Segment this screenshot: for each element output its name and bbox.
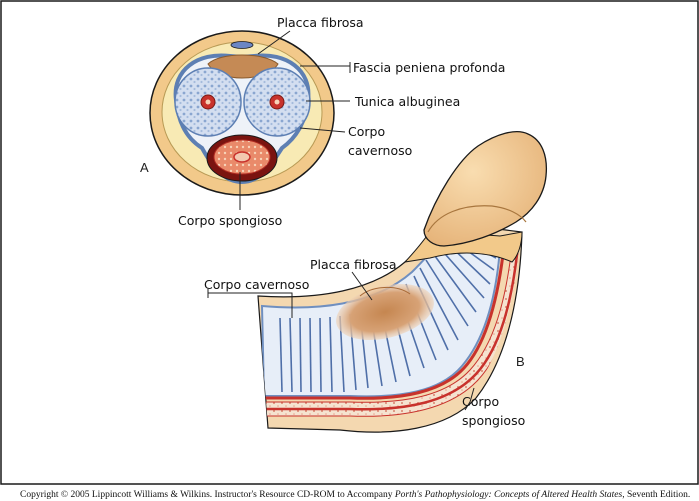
label-corpo-cavernoso-a-1: Corpo [348,124,385,139]
label-corpo-cavernoso-a-2: cavernoso [348,143,412,158]
dorsal-vessel [230,41,254,49]
label-fascia-peniena-profonda: Fascia peniena profonda [353,60,505,75]
edition: , Seventh Edition. [622,490,690,500]
label-panel-b: B [516,354,525,369]
placca-fibrosa-b [336,284,434,340]
label-corpo-cavernoso-b: Corpo cavernoso [204,277,309,292]
label-tunica-albuginea: Tunica albuginea [354,94,460,109]
glans [423,131,548,247]
leader-cavernoso-b [207,289,293,318]
shaft-b [257,131,548,433]
label-panel-a: A [140,160,149,175]
leader-placca-a [257,30,291,55]
label-placca-fibrosa-a: Placca fibrosa [277,15,364,30]
leader-fascia [300,62,351,73]
label-corpo-spongioso-b-2: spongioso [462,413,525,428]
leader-placca-b [351,271,373,301]
label-corpo-spongioso-a: Corpo spongioso [178,213,282,228]
copyright-prefix: Copyright © 2005 Lippincott Williams & W… [20,489,395,500]
copyright-footer: Copyright © 2005 Lippincott Williams & W… [20,489,690,500]
leader-cavernoso-a [299,127,346,133]
glans-corona [427,205,527,233]
corpo-spongioso-b [261,245,520,417]
tunica-line-b [262,245,506,400]
label-corpo-spongioso-b-1: Corpo [462,394,499,409]
book-title: Porth's Pathophysiology: Concepts of Alt… [394,489,623,500]
leader-spongioso-b [464,387,475,411]
label-placca-fibrosa-b: Placca fibrosa [310,257,397,272]
cross-section-a [149,30,335,196]
